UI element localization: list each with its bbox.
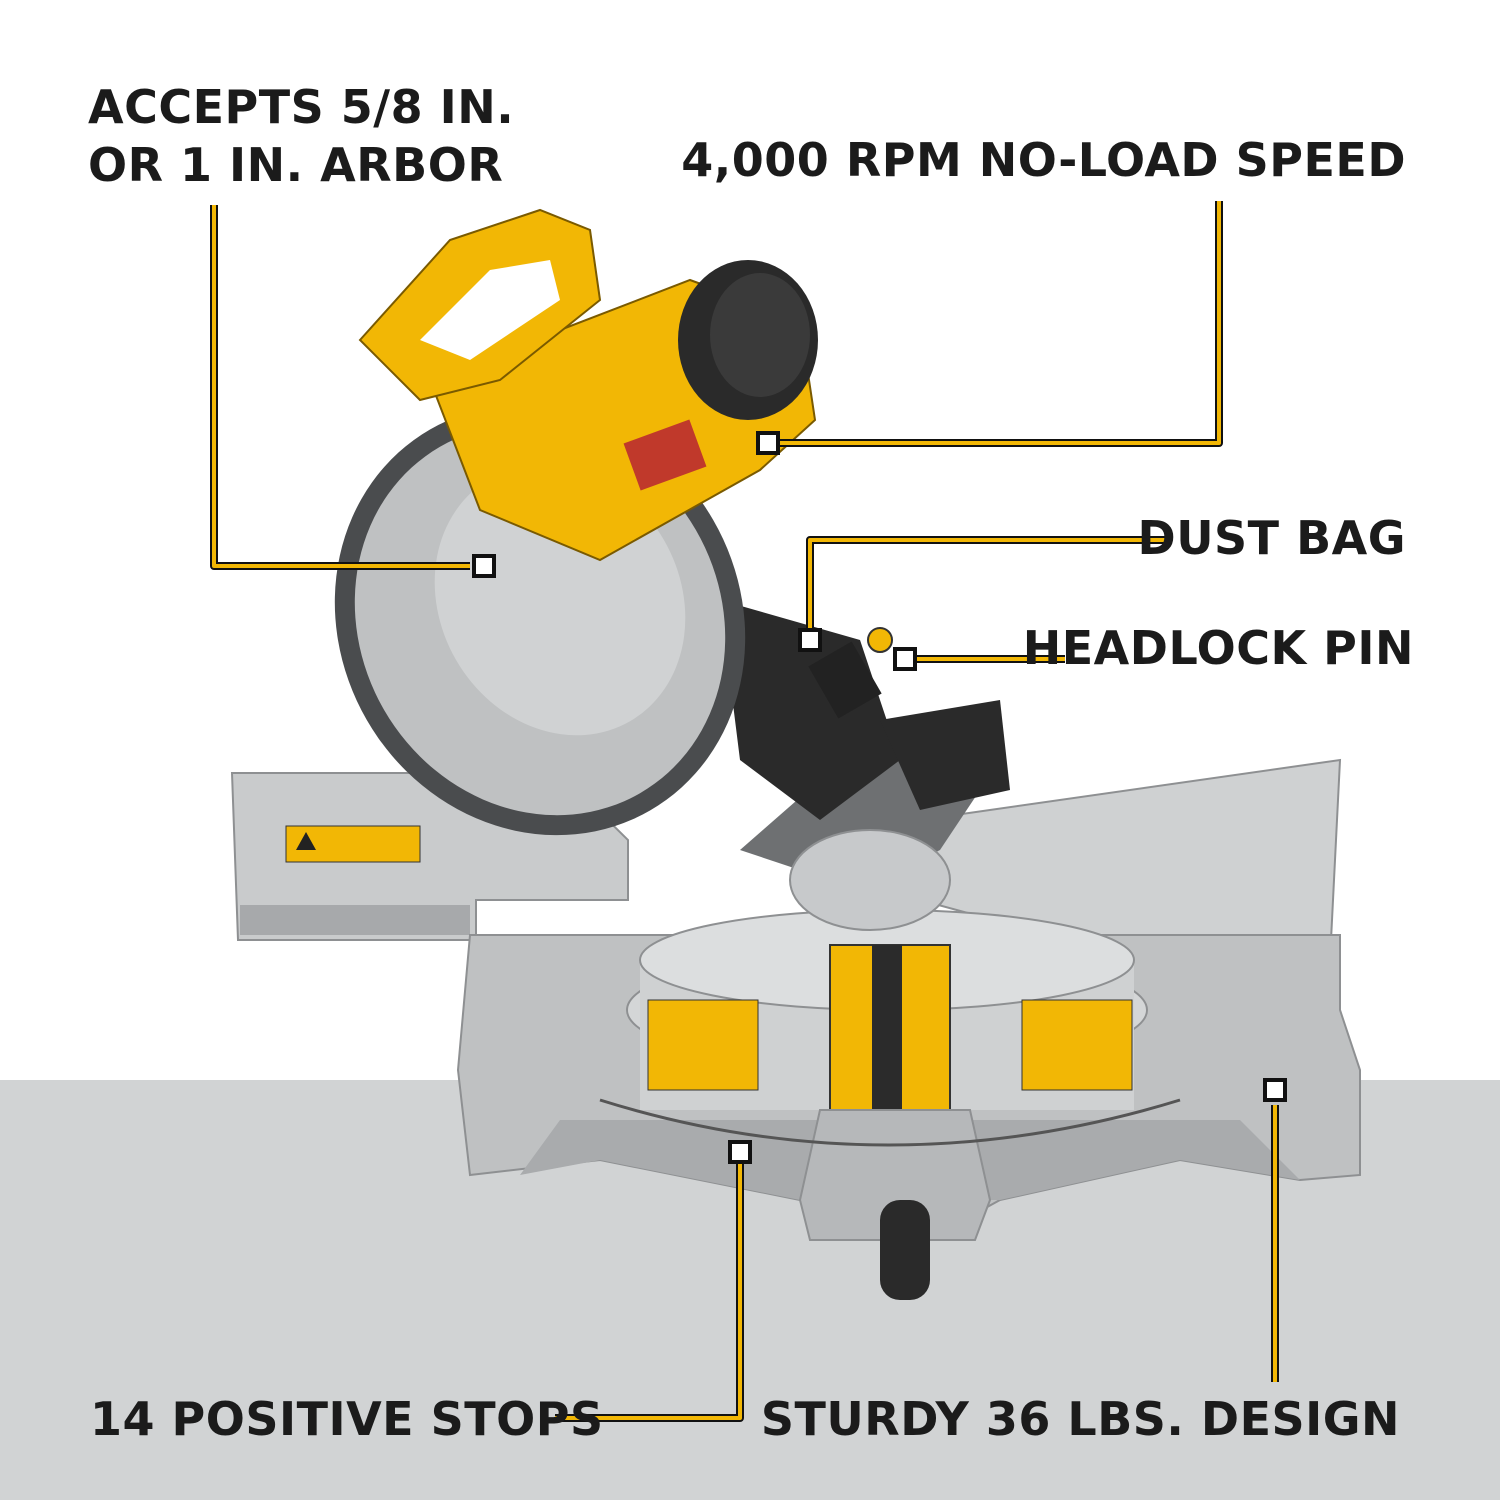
speed-marker [756, 431, 780, 455]
arbor-callout-line2: OR 1 IN. ARBOR [88, 138, 504, 192]
stops-marker [728, 1140, 752, 1164]
saw-handle [358, 208, 602, 402]
dust-bag-marker [798, 628, 822, 652]
headlock-marker [893, 647, 917, 671]
dust-bag-callout: DUST BAG [1137, 511, 1406, 565]
positive-stops-callout: 14 POSITIVE STOPS [90, 1392, 604, 1446]
saw-base [456, 909, 1361, 1300]
weight-marker [1263, 1078, 1287, 1102]
saw-arm [720, 600, 1010, 931]
arbor-marker [472, 554, 496, 578]
weight-callout: STURDY 36 LBS. DESIGN [760, 1392, 1400, 1446]
arbor-callout: ACCEPTS 5/8 IN. OR 1 IN. ARBOR [88, 78, 514, 194]
headlock-pin-callout: HEADLOCK PIN [1022, 621, 1414, 675]
arbor-callout-line1: ACCEPTS 5/8 IN. [88, 80, 515, 134]
speed-callout: 4,000 RPM NO-LOAD SPEED [681, 133, 1406, 187]
